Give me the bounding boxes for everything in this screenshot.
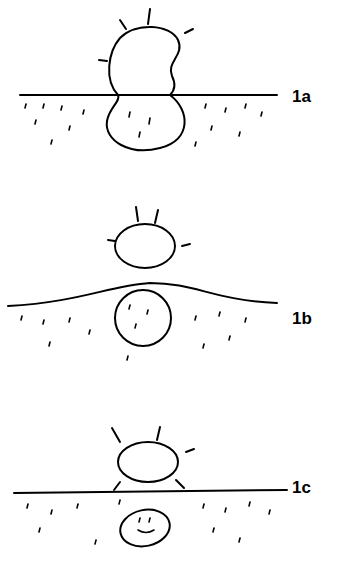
sun [115,224,175,268]
soil-marks [21,305,246,360]
ground-line [14,490,287,493]
buried-ball [117,505,173,551]
callout-number: 1a [292,88,311,105]
sun-rays [108,207,190,246]
buried-ball [115,290,171,346]
callout-number: 1c [292,479,311,496]
sun [118,442,178,482]
soil-marks [27,500,270,544]
ground-bump [8,283,277,306]
soil-marks [25,104,262,146]
sun-rays [112,427,194,490]
peanut-body [107,27,185,150]
callout-number: 1b [292,310,312,327]
sun-rays [99,9,193,61]
ground-line [20,94,277,96]
